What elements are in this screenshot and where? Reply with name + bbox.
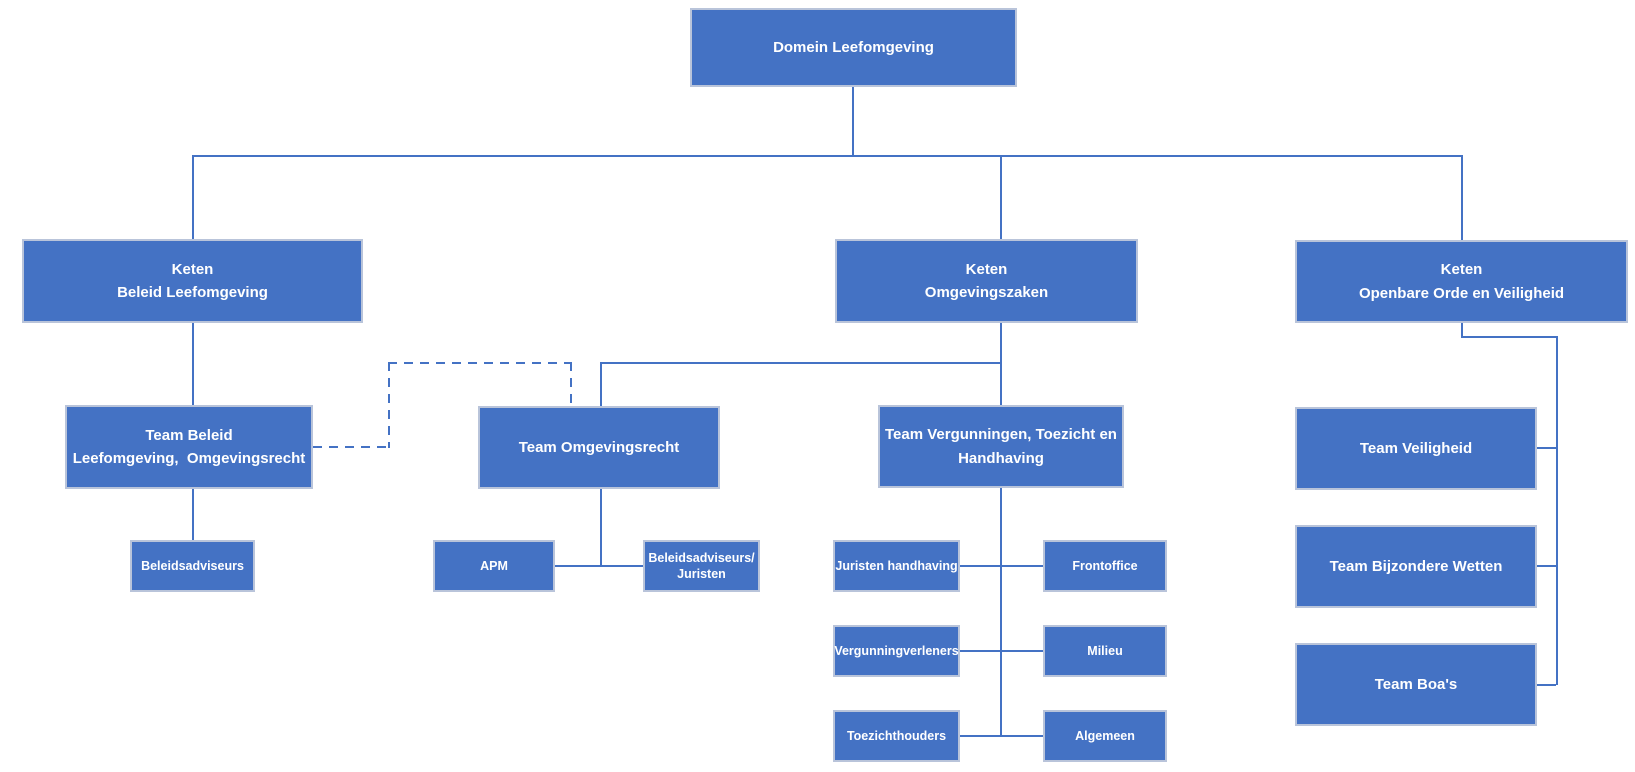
org-node-team-boas: Team Boa's	[1295, 643, 1537, 726]
connector-line	[960, 565, 1043, 567]
connector-line	[600, 362, 602, 406]
org-node-keten-beleid-leefomgeving: Keten Beleid Leefomgeving	[22, 239, 363, 323]
connector-line	[192, 323, 194, 405]
connector-line	[1461, 156, 1463, 241]
dashed-connector-line	[388, 362, 570, 364]
connector-line	[1000, 323, 1002, 405]
org-node-algemeen: Algemeen	[1043, 710, 1167, 762]
connector-line	[1000, 156, 1002, 240]
dashed-connector-line	[313, 446, 388, 448]
connector-line	[1000, 488, 1002, 736]
org-node-milieu: Milieu	[1043, 625, 1167, 677]
org-node-team-vergunningen-toezicht-en-handhaving: Team Vergunningen, Toezicht en Handhavin…	[878, 405, 1124, 488]
org-node-juristen-handhaving: Juristen handhaving	[833, 540, 960, 592]
org-node-toezichthouders: Toezichthouders	[833, 710, 960, 762]
connector-line	[555, 565, 643, 567]
connector-line	[192, 156, 194, 240]
connector-line	[600, 489, 602, 566]
org-node-frontoffice: Frontoffice	[1043, 540, 1167, 592]
org-node-domein-leefomgeving: Domein Leefomgeving	[690, 8, 1017, 87]
connector-line	[960, 735, 1043, 737]
dashed-connector-line	[570, 362, 572, 406]
org-node-team-omgevingsrecht: Team Omgevingsrecht	[478, 406, 720, 489]
connector-line	[192, 155, 1463, 157]
connector-line	[1556, 336, 1558, 685]
connector-line	[1537, 447, 1556, 449]
org-node-vergunningverleners: Vergunningverleners	[833, 625, 960, 677]
connector-line	[1461, 323, 1463, 338]
org-node-beleidsadviseurs: Beleidsadviseurs	[130, 540, 255, 592]
org-node-beleidsadviseurs-juristen: Beleidsadviseurs/ Juristen	[643, 540, 760, 592]
org-node-apm: APM	[433, 540, 555, 592]
org-node-team-veiligheid: Team Veiligheid	[1295, 407, 1537, 490]
org-node-keten-omgevingszaken: Keten Omgevingszaken	[835, 239, 1138, 323]
connector-line	[1461, 336, 1558, 338]
org-node-keten-openbare-orde-en-veiligheid: Keten Openbare Orde en Veiligheid	[1295, 240, 1628, 323]
connector-line	[960, 650, 1043, 652]
connector-line	[1537, 684, 1556, 686]
connector-line	[852, 87, 854, 156]
dashed-connector-line	[388, 362, 390, 448]
connector-line	[192, 489, 194, 540]
org-node-team-beleid-leefomgeving-omgevingsrecht: Team Beleid Leefomgeving, Omgevingsrecht	[65, 405, 313, 489]
connector-line	[1537, 565, 1556, 567]
org-node-team-bijzondere-wetten: Team Bijzondere Wetten	[1295, 525, 1537, 608]
connector-line	[600, 362, 1002, 364]
